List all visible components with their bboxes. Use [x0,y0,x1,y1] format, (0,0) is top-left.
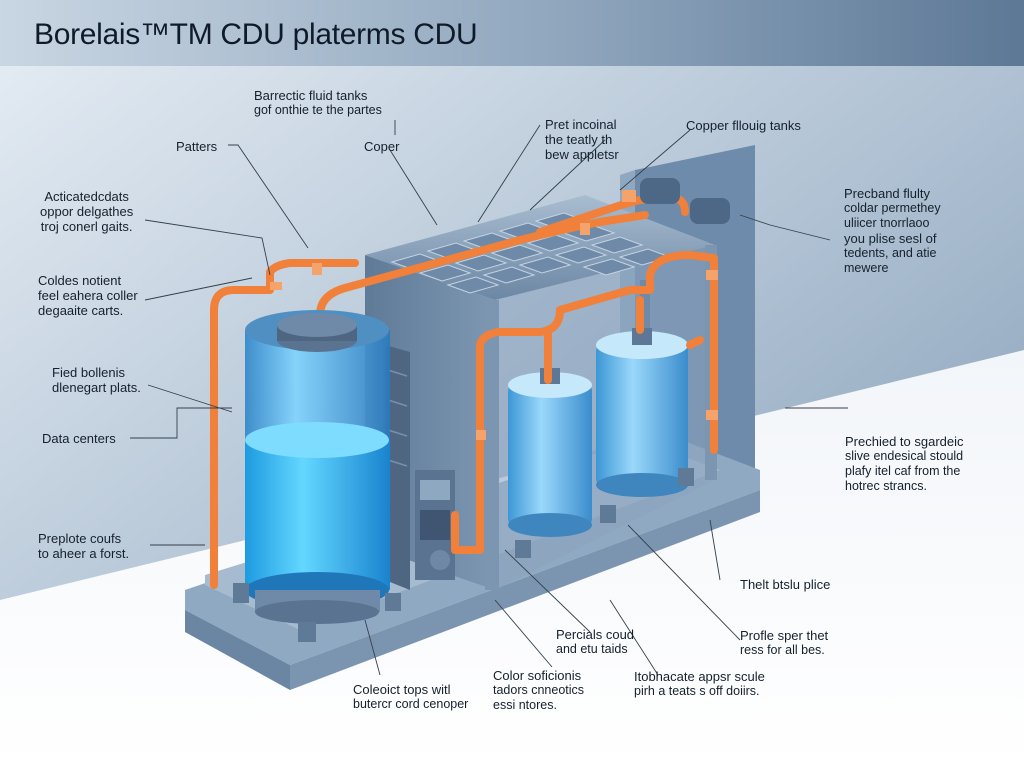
label-copper-tanks: Copper fllouig tanks [686,118,801,133]
label-coleoict: Coleoict tops witl butercr cord cenoper [353,682,469,711]
secondary-tank-right [596,328,688,497]
label-coper: Coper [364,139,400,154]
label-thelt: Thelt btslu plice [740,577,831,592]
label-patters: Patters [176,139,218,154]
label-prechied: Prechied to sgardeic slive endesical sto… [845,434,964,493]
label-color-soficionis: Color soficionis tadors cnneotics essi n… [493,668,585,712]
label-data-centers: Data centers [42,431,116,446]
label-acticated: Acticatedcdats oppor delgathes troj cone… [40,189,134,234]
label-barrectic: Barrectic fluid tanks gof onthie te the … [254,88,382,117]
secondary-tank-left [508,368,592,537]
page-title: Borelais™TM CDU platerms CDU [34,18,478,51]
mounting-feet [233,468,694,642]
pump-assembly [415,470,455,580]
pipe-joints [270,190,718,440]
label-fied: Fied bollenis dlenegart plats. [52,365,141,395]
pipe-ports [640,178,730,224]
label-itobhacate: Itobhacate appsr scule pirh a teats s of… [634,669,765,698]
label-preplote: Preplote coufs to aheer a forst. [38,531,130,561]
title-bar: Borelais™TM CDU platerms CDU [0,0,1024,66]
leader-lines [130,120,848,676]
label-coldes: Coldes notient feel eahera coller degaai… [38,273,138,318]
label-pret: Pret incoinal the teatly th bew appletsr [545,117,619,162]
main-fluid-tank [245,310,390,624]
label-percials: Percials coud and etu taids [556,627,635,656]
label-precband: Precband flulty coldar permethey uliicer… [844,186,941,275]
label-profle: Profle sper thet ress for all bes. [740,628,829,657]
